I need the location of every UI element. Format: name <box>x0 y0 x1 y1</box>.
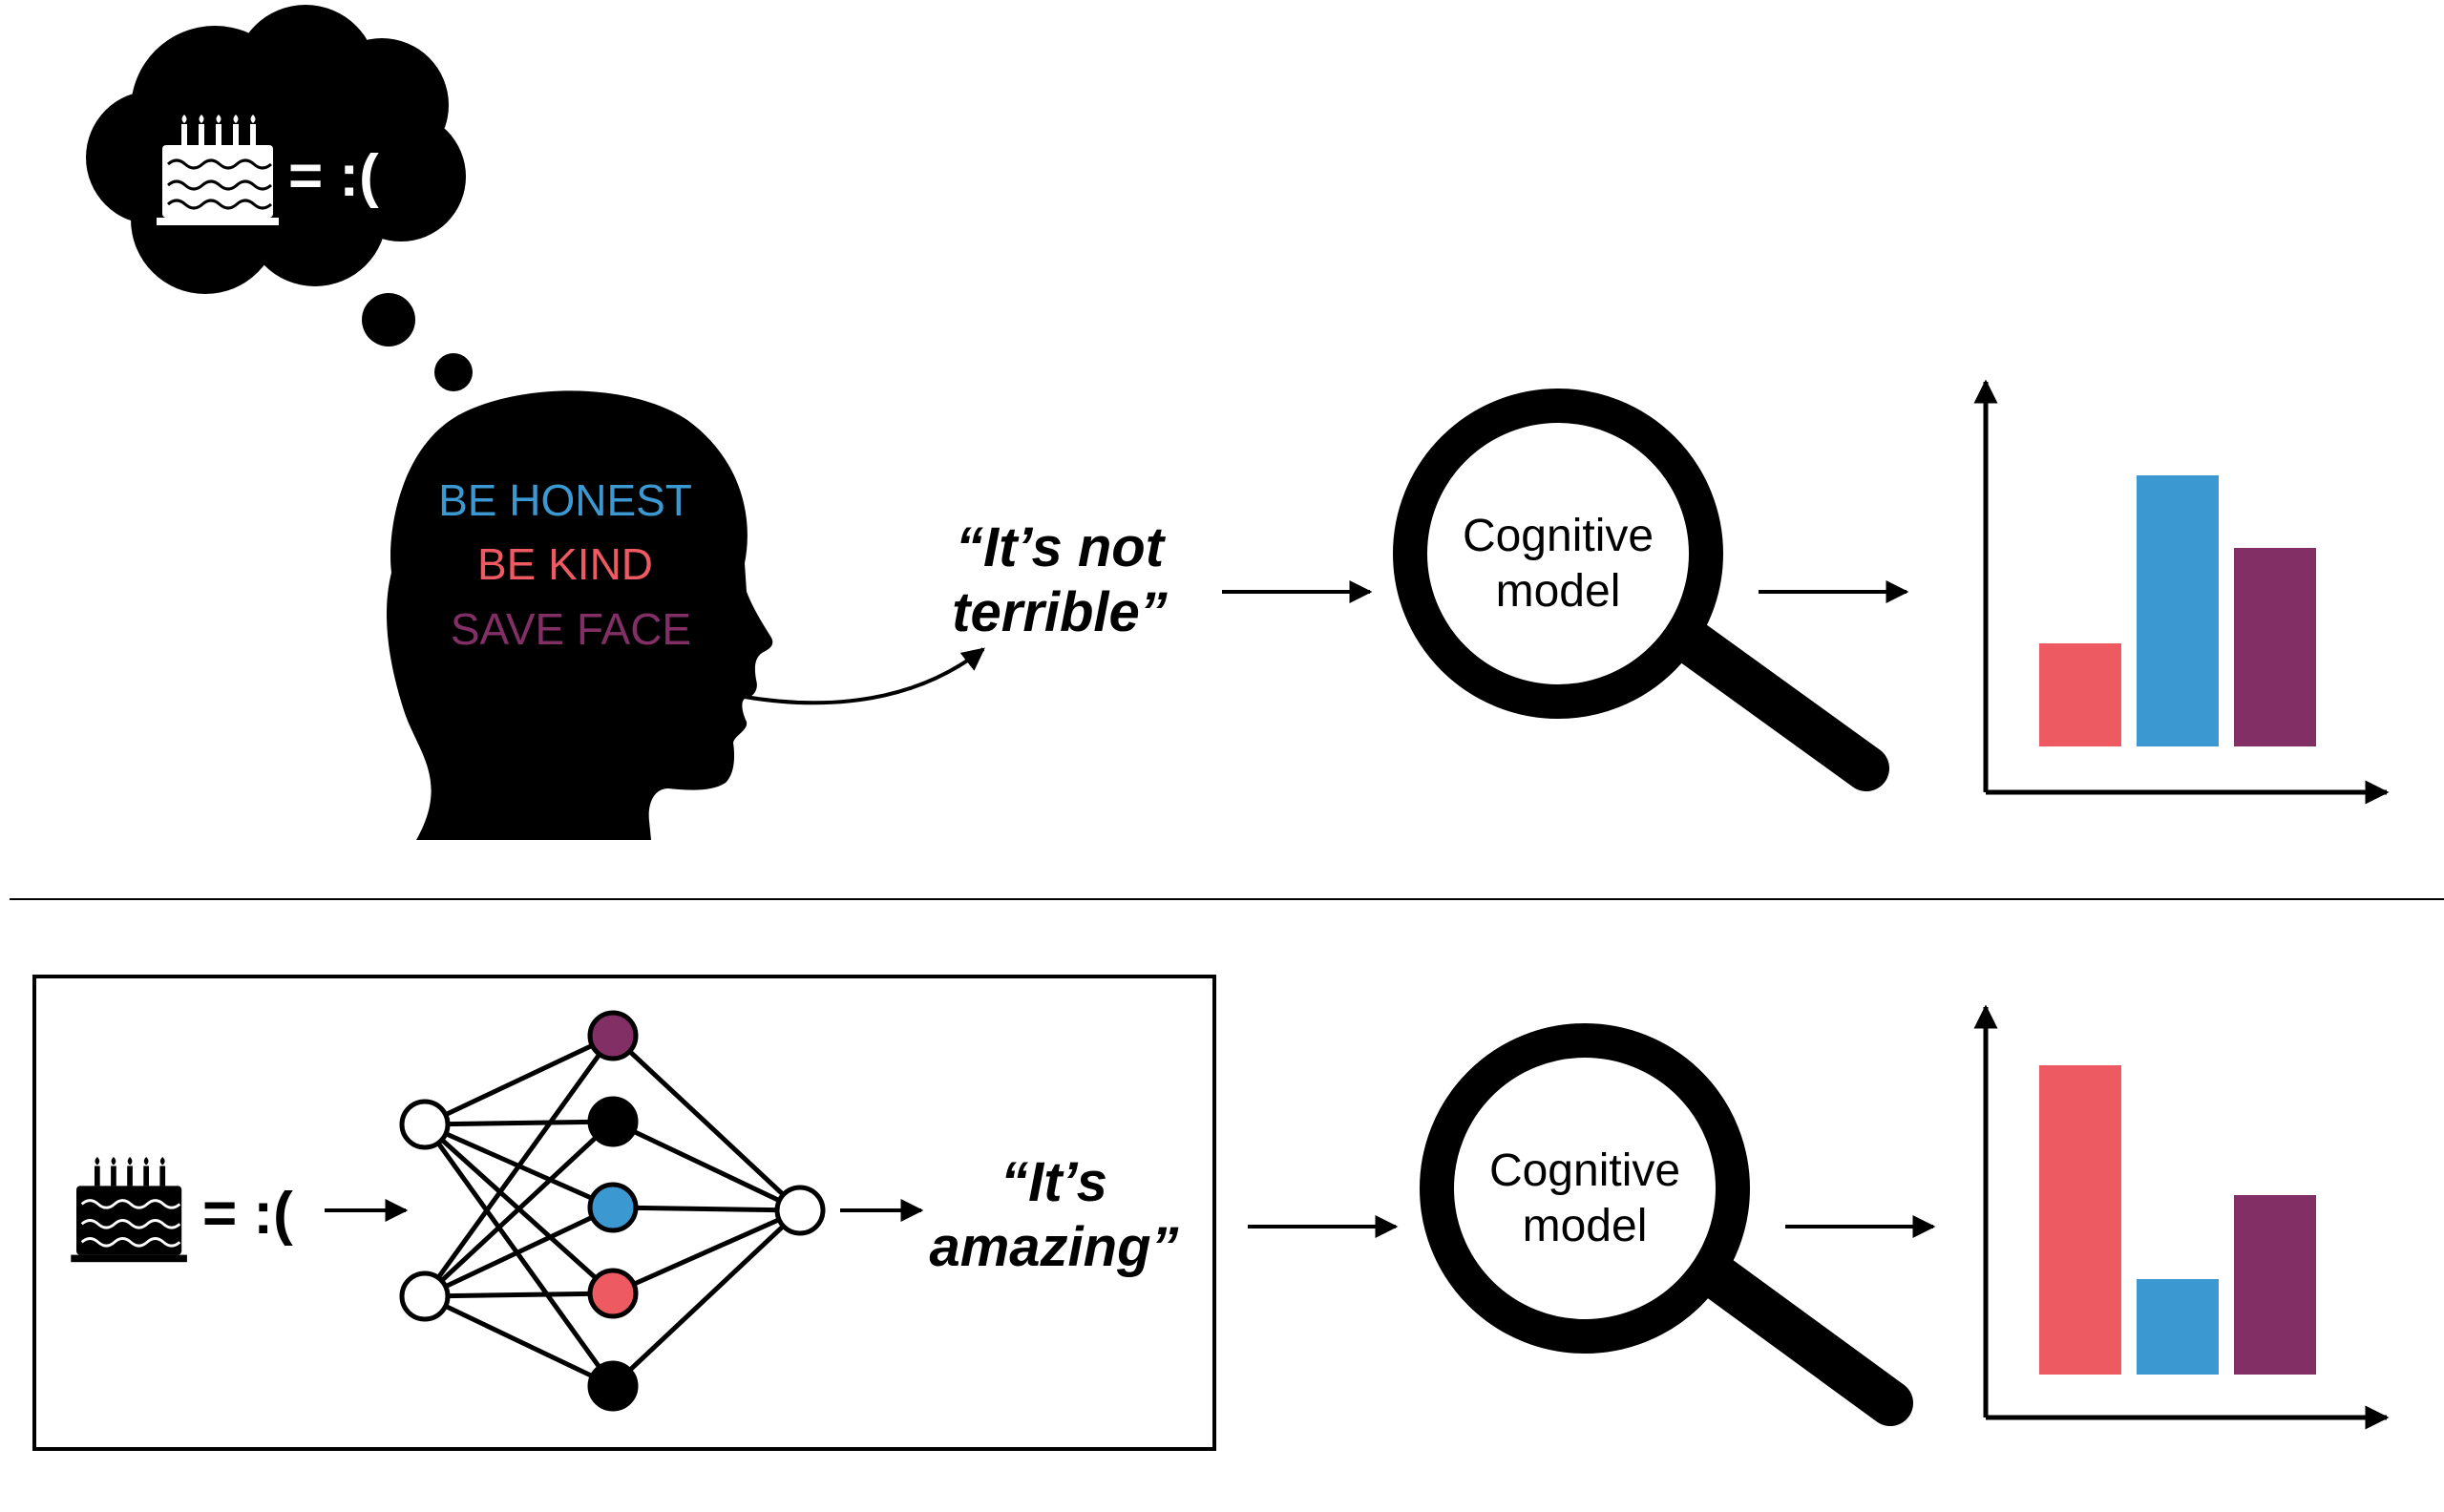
network-edge <box>612 1205 801 1213</box>
thought-bubble-dot-small <box>434 353 473 391</box>
bar-kind <box>2039 643 2121 746</box>
network-edge <box>611 1208 802 1388</box>
model-label-line-2: model <box>1523 1201 1648 1251</box>
magnifier-top: Cognitive model <box>1393 388 1889 791</box>
network-edge <box>424 1291 614 1299</box>
hidden-node <box>587 1360 639 1412</box>
head-silhouette <box>387 390 773 840</box>
utterance-line-1: “It’s not <box>956 516 1167 578</box>
goal-save-face: SAVE FACE <box>451 604 691 654</box>
bar-honest <box>2137 475 2219 746</box>
network-edge <box>423 1205 615 1299</box>
network-edge <box>422 1034 616 1298</box>
model-label-line-1: Cognitive <box>1489 1145 1680 1196</box>
bottom-utterance: “It’s amazing” <box>929 1151 1178 1278</box>
neural-network <box>399 1010 826 1412</box>
network-edge <box>423 1293 615 1389</box>
output-node <box>774 1185 826 1236</box>
network-edge <box>422 1123 616 1388</box>
network-edge <box>424 1119 614 1127</box>
hidden-node <box>587 1182 639 1233</box>
chart-bottom <box>1973 1004 2390 1430</box>
network-edge <box>611 1119 802 1213</box>
network-edge <box>423 1120 615 1298</box>
bar-face <box>2234 1195 2316 1375</box>
network-edge <box>611 1034 802 1212</box>
hidden-node <box>587 1268 639 1319</box>
model-label-line-1: Cognitive <box>1463 511 1654 561</box>
model-label-line-2: model <box>1496 566 1621 617</box>
thought-cloud: = :( <box>86 5 473 391</box>
hidden-node <box>587 1010 639 1061</box>
bar-honest <box>2137 1279 2219 1375</box>
birthday-cake-icon <box>157 115 279 225</box>
speaker-model-box <box>32 975 1216 1451</box>
input-node <box>399 1270 451 1322</box>
goal-be-kind: BE KIND <box>477 539 653 589</box>
thought-equation: = :( <box>288 143 379 209</box>
utterance-line-2: terrible” <box>952 581 1168 643</box>
magnifier-bottom: Cognitive model <box>1420 1023 1913 1426</box>
goals: BE HONEST BE KIND SAVE FACE <box>438 475 692 654</box>
thought-bubble-dot-large <box>362 293 415 346</box>
network-edge <box>423 1033 615 1127</box>
chart-top <box>1973 379 2390 805</box>
speech-arrow <box>744 647 985 705</box>
bar-face <box>2234 548 2316 746</box>
input-cake-icon <box>69 1155 189 1264</box>
goal-be-honest: BE HONEST <box>438 475 692 525</box>
hidden-node <box>587 1096 639 1147</box>
bar-kind <box>2039 1065 2121 1375</box>
network-edge <box>611 1208 802 1296</box>
input-equation: = :( <box>202 1181 293 1247</box>
utterance-line-2: amazing” <box>929 1216 1178 1278</box>
top-utterance: “It’s not terrible” <box>952 516 1168 643</box>
input-node <box>399 1099 451 1150</box>
utterance-line-1: “It’s <box>1001 1151 1107 1213</box>
